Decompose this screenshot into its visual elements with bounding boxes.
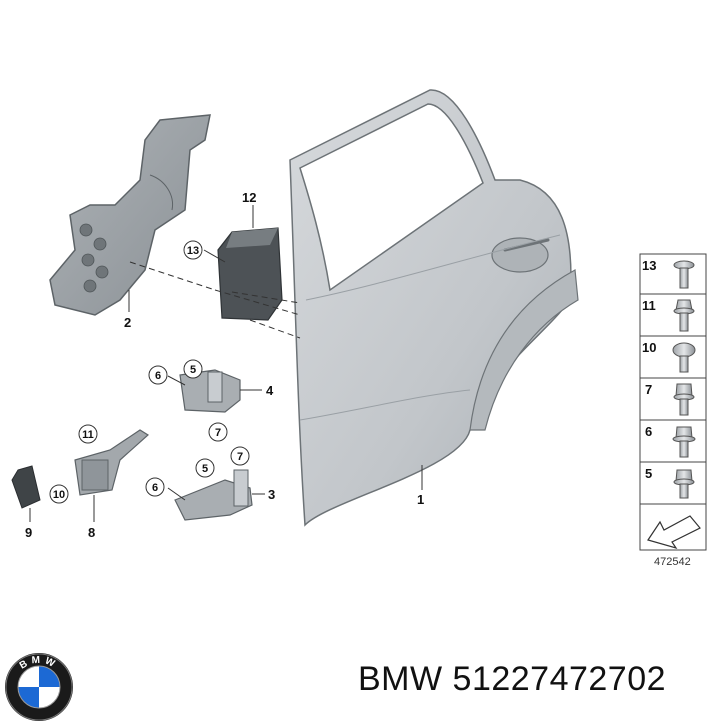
callout-7-upper: 7 [215,427,221,439]
hex-bolt-icon [673,383,695,416]
door-seal [11,465,41,509]
callout-circles [49,240,250,504]
diagram-number: 472542 [654,556,691,568]
torx-screw-icon [672,342,696,373]
assembly-leaders [129,261,301,339]
door-trim-panel [49,114,211,316]
rear-door-panel [289,89,579,527]
label-leaders [29,205,423,522]
callout-11: 11 [82,429,94,441]
lower-door-hinge [174,469,253,521]
fastener-number-13: 13 [642,258,656,273]
fastener-number-7: 7 [645,382,652,397]
door-check-strap [74,429,149,496]
label-hinge-upper: 4 [266,383,274,398]
flange-screw-icon [673,260,695,289]
label-trim: 2 [124,315,131,330]
callout-13: 13 [187,245,199,257]
callout-10: 10 [53,489,65,501]
bmw-logo: BMW [5,653,73,721]
fastener-number-10: 10 [642,340,656,355]
label-buffer: 12 [242,190,256,205]
label-hinge-lower: 3 [268,487,275,502]
callout-6-upper: 6 [155,370,161,382]
callout-6-lower: 6 [152,482,158,494]
callout-5-upper: 5 [190,364,196,376]
short-bolt-icon [673,469,695,499]
upper-door-hinge [179,369,241,413]
label-seal: 9 [25,525,32,540]
part-number-caption: BMW 51227472702 [358,660,667,698]
fastener-number-6: 6 [645,424,652,439]
label-door: 1 [417,492,424,507]
callout-7-lower: 7 [237,451,243,463]
fastener-panel: 13 11 10 7 6 [639,253,707,551]
callout-5-lower: 5 [202,463,208,475]
door-buffer [217,227,283,321]
direction-arrow-icon [647,515,701,550]
fastener-number-11: 11 [642,298,656,313]
label-check-strap: 8 [88,525,95,540]
collar-bolt-icon [672,426,696,458]
fastener-number-5: 5 [645,466,652,481]
bolt-icon [673,299,695,332]
